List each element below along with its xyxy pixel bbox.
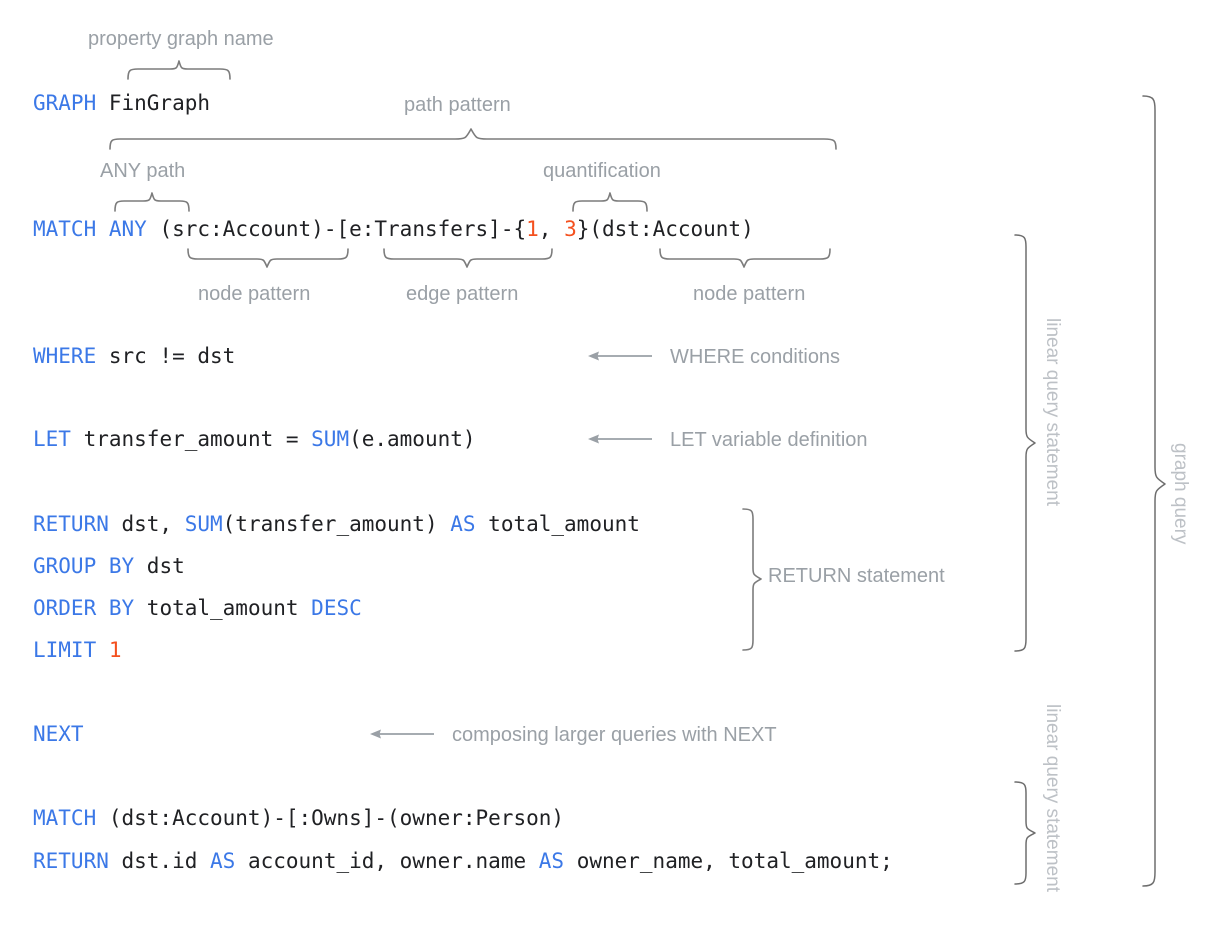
code-token: dst, — [108, 512, 185, 536]
code-token: dst — [134, 554, 185, 578]
brace-linear-query-statement-2 — [1014, 781, 1036, 885]
code-token: FinGraph — [96, 91, 211, 115]
code-token: total_amount — [475, 512, 640, 536]
code-token: (src:Account)-[e:Transfers]-{ — [146, 217, 527, 241]
label-composing-with-next: composing larger queries with NEXT — [452, 724, 777, 746]
label-let-variable-definition: LET variable definition — [670, 429, 868, 451]
code-token: (transfer_amount) — [222, 512, 451, 536]
arrow-composing-with-next — [370, 729, 434, 739]
label-node-pattern-left: node pattern — [198, 283, 311, 305]
code-token — [96, 217, 109, 241]
code-line-return2: RETURN dst.id AS account_id, owner.name … — [33, 851, 893, 872]
code-line-where: WHERE src != dst — [33, 346, 235, 367]
code-token: LET — [33, 427, 71, 451]
arrow-where-conditions — [588, 351, 652, 361]
label-linear-query-statement-1: linear query statement — [1042, 318, 1063, 506]
label-where-conditions: WHERE conditions — [670, 346, 841, 368]
code-token: ORDER BY — [33, 596, 135, 620]
code-token: WHERE — [33, 344, 97, 368]
code-line-match-any: MATCH ANY (src:Account)-[e:Transfers]-{1… — [33, 219, 754, 240]
code-token: AS — [450, 512, 476, 536]
label-linear-query-statement-2: linear query statement — [1042, 704, 1063, 892]
code-token: GRAPH — [33, 91, 97, 115]
code-line-group-by: GROUP BY dst — [33, 556, 185, 577]
code-token: RETURN — [33, 512, 109, 536]
code-token: ANY — [108, 217, 147, 241]
code-token: transfer_amount = — [70, 427, 312, 451]
code-token: }(dst:Account) — [576, 217, 754, 241]
label-path-pattern: path pattern — [404, 94, 511, 116]
code-token: 1 — [526, 217, 539, 241]
code-token: AS — [538, 849, 565, 873]
code-token: MATCH — [33, 217, 97, 241]
code-token: dst.id — [108, 849, 211, 873]
code-line-match2: MATCH (dst:Account)-[:Owns]-(owner:Perso… — [33, 808, 564, 829]
brace-edge-pattern — [383, 248, 553, 268]
brace-path-pattern — [109, 128, 837, 150]
code-line-limit: LIMIT 1 — [33, 640, 122, 661]
code-token — [96, 638, 109, 662]
code-token: GROUP BY — [33, 554, 135, 578]
code-token: MATCH — [33, 806, 97, 830]
code-token: DESC — [311, 596, 362, 620]
code-token: SUM — [184, 512, 223, 536]
code-token: NEXT — [33, 722, 84, 746]
brace-node-pattern-left — [187, 248, 349, 268]
code-token: , — [538, 217, 565, 241]
code-token: (e.amount) — [349, 427, 476, 451]
code-token: src != dst — [96, 344, 236, 368]
code-token: (dst:Account)-[:Owns]-(owner:Person) — [96, 806, 565, 830]
code-token: account_id, owner.name — [235, 849, 539, 873]
code-token: LIMIT — [33, 638, 97, 662]
code-token: RETURN — [33, 849, 109, 873]
brace-linear-query-statement-1 — [1014, 234, 1036, 652]
code-token: total_amount — [134, 596, 312, 620]
code-line-graph: GRAPH FinGraph — [33, 93, 210, 114]
code-line-return: RETURN dst, SUM(transfer_amount) AS tota… — [33, 514, 640, 535]
code-token: owner_name, total_amount; — [564, 849, 893, 873]
code-line-let: LET transfer_amount = SUM(e.amount) — [33, 429, 476, 450]
brace-node-pattern-right — [659, 248, 831, 268]
brace-any-path — [114, 192, 190, 212]
brace-graph-query — [1142, 95, 1166, 887]
brace-property-graph-name — [127, 60, 231, 80]
code-token: 1 — [108, 638, 122, 662]
label-any-path: ANY path — [100, 160, 186, 182]
label-quantification: quantification — [543, 160, 661, 182]
brace-return-statement — [742, 508, 762, 651]
label-node-pattern-right: node pattern — [693, 283, 806, 305]
label-graph-query: graph query — [1170, 443, 1191, 545]
label-edge-pattern: edge pattern — [406, 283, 519, 305]
label-property-graph-name: property graph name — [88, 28, 274, 50]
code-token: AS — [210, 849, 236, 873]
arrow-let-variable-definition — [588, 434, 652, 444]
code-token: 3 — [564, 217, 577, 241]
brace-quantification — [572, 192, 648, 212]
code-line-order-by: ORDER BY total_amount DESC — [33, 598, 362, 619]
code-token: SUM — [311, 427, 350, 451]
code-line-next: NEXT — [33, 724, 84, 745]
label-return-statement: RETURN statement — [768, 565, 945, 587]
